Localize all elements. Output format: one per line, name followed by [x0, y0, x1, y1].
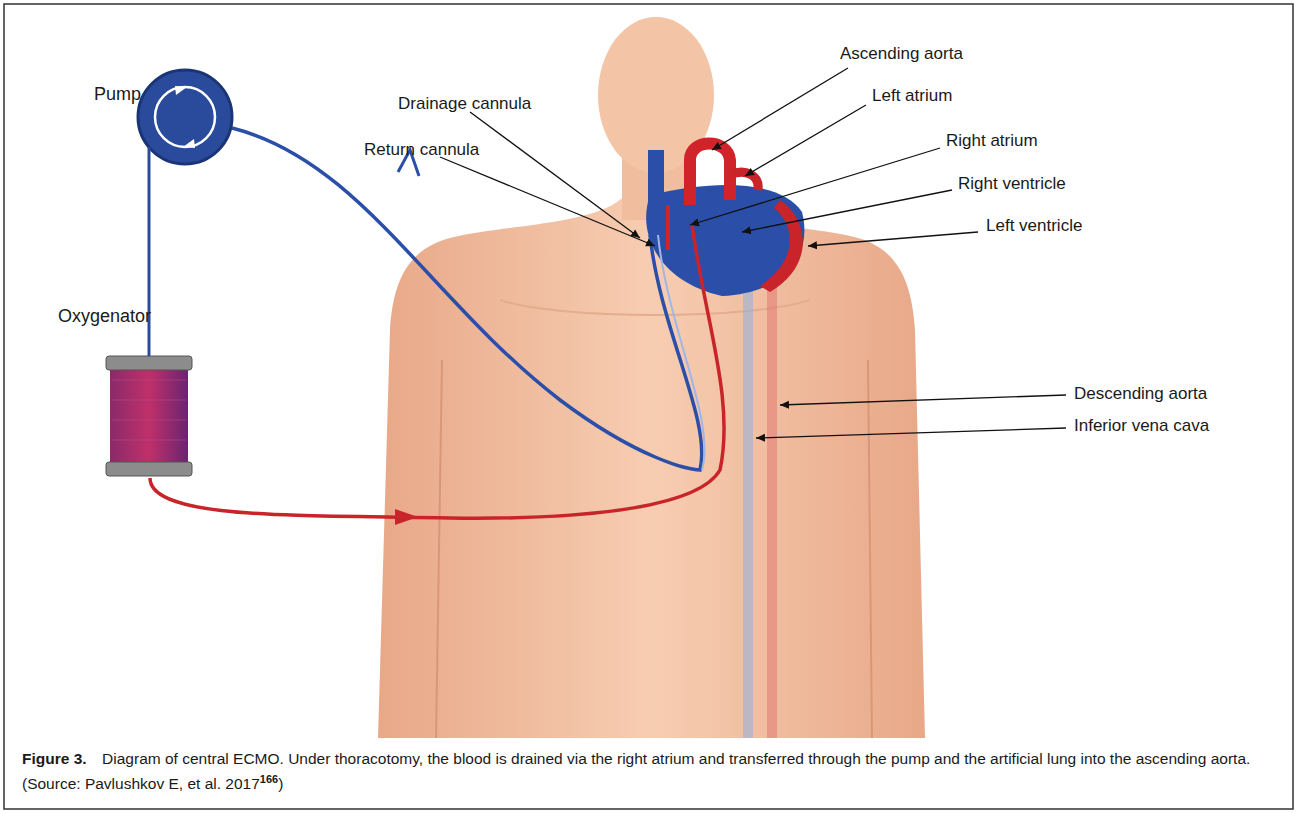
oxygenator-symbol — [106, 356, 192, 476]
anatomy-label: Right atrium — [946, 131, 1038, 151]
caption-text: Diagram of central ECMO. Under thoracoto… — [22, 750, 1250, 792]
oxygenator-node: Oxygenator — [106, 356, 192, 476]
anatomy-label: Right ventricle — [958, 174, 1066, 194]
pump-node: Pump — [138, 70, 232, 164]
human-body — [378, 17, 925, 738]
anatomy-label: Left ventricle — [986, 216, 1082, 236]
leader-lines — [440, 68, 1066, 438]
heart — [646, 144, 804, 297]
anatomy-label: Return cannula — [364, 140, 479, 160]
figure-caption: Figure 3. Diagram of central ECMO. Under… — [22, 748, 1272, 794]
anatomy-label: Left atrium — [872, 86, 952, 106]
anatomy-label: Ascending aorta — [840, 44, 963, 64]
venous-cannula-shadow — [658, 235, 705, 470]
inferior-vena-cava — [743, 290, 753, 738]
anatomy-label: Drainage cannula — [398, 94, 531, 114]
anatomy-label: Descending aorta — [1074, 384, 1207, 404]
anatomy-label: Inferior vena cava — [1074, 416, 1209, 436]
flow-arrow — [395, 509, 418, 525]
figure-number: Figure 3. — [22, 750, 87, 767]
arterial-tube — [150, 225, 724, 518]
descending-aorta — [767, 285, 777, 738]
node-label: Pump — [94, 84, 141, 105]
reference-number: 166 — [260, 773, 278, 785]
figure-frame — [4, 4, 1293, 809]
node-label: Oxygenator — [58, 306, 151, 327]
venous-tube — [232, 128, 702, 470]
pump-symbol — [138, 70, 232, 164]
caption-text: ) — [278, 775, 283, 792]
